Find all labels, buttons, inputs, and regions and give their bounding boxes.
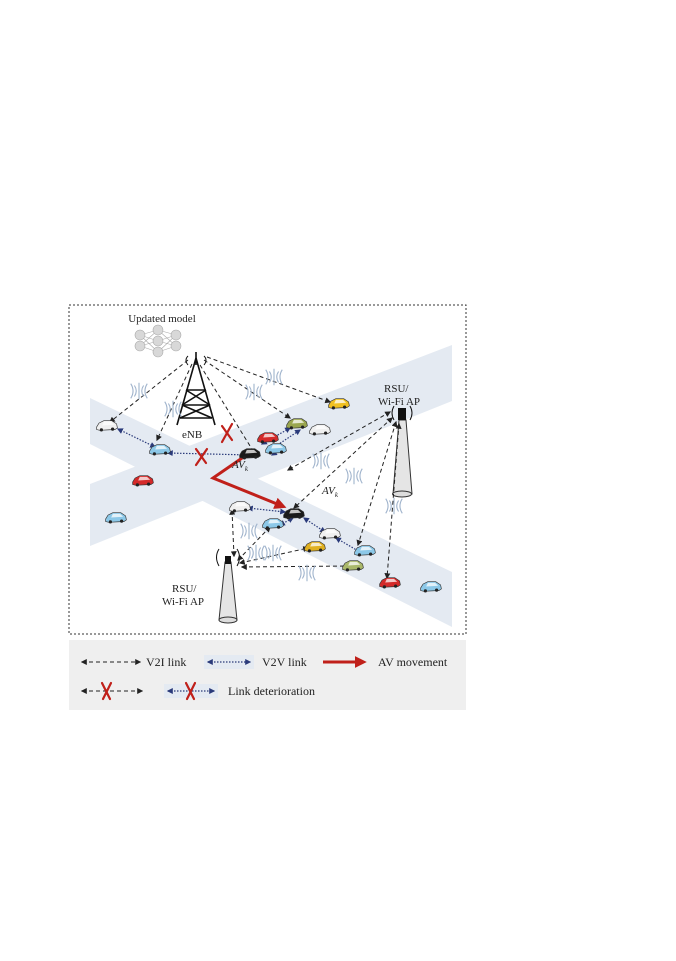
legend-link-deterioration-label: Link deterioration <box>228 684 315 698</box>
av-movement-arrow <box>209 454 287 509</box>
legend-av-movement-label: AV movement <box>378 655 448 669</box>
legend-v2v-label: V2V link <box>262 655 307 669</box>
legend-deteriorated-v2i-symbol <box>80 681 144 701</box>
rsu-bottom-label-1: RSU/ <box>172 583 197 595</box>
neural-network-icon <box>134 324 182 358</box>
rsu-bottom-label-2: Wi-Fi AP <box>162 596 204 608</box>
deteriorated-v2i-link <box>199 364 256 456</box>
legend-deteriorated-v2v-symbol <box>164 681 218 701</box>
legend-box <box>69 640 466 710</box>
enb-label: eNB <box>182 429 202 441</box>
v2i-links <box>109 356 402 580</box>
legend-v2i-label: V2I link <box>146 655 186 669</box>
legend-v2v-symbol <box>204 655 254 669</box>
updated-model-label: Updated model <box>128 313 196 325</box>
av-k-label-1: AVk <box>231 459 249 473</box>
rsu-top-label-2: Wi-Fi AP <box>378 396 420 408</box>
link-deterioration-mark-1 <box>220 422 234 444</box>
rsu-top-label-1: RSU/ <box>384 383 409 395</box>
av-k-label-2: AVk <box>321 485 339 499</box>
rsu-bottom-icon <box>216 548 240 624</box>
link-deterioration-mark-2 <box>194 447 209 467</box>
